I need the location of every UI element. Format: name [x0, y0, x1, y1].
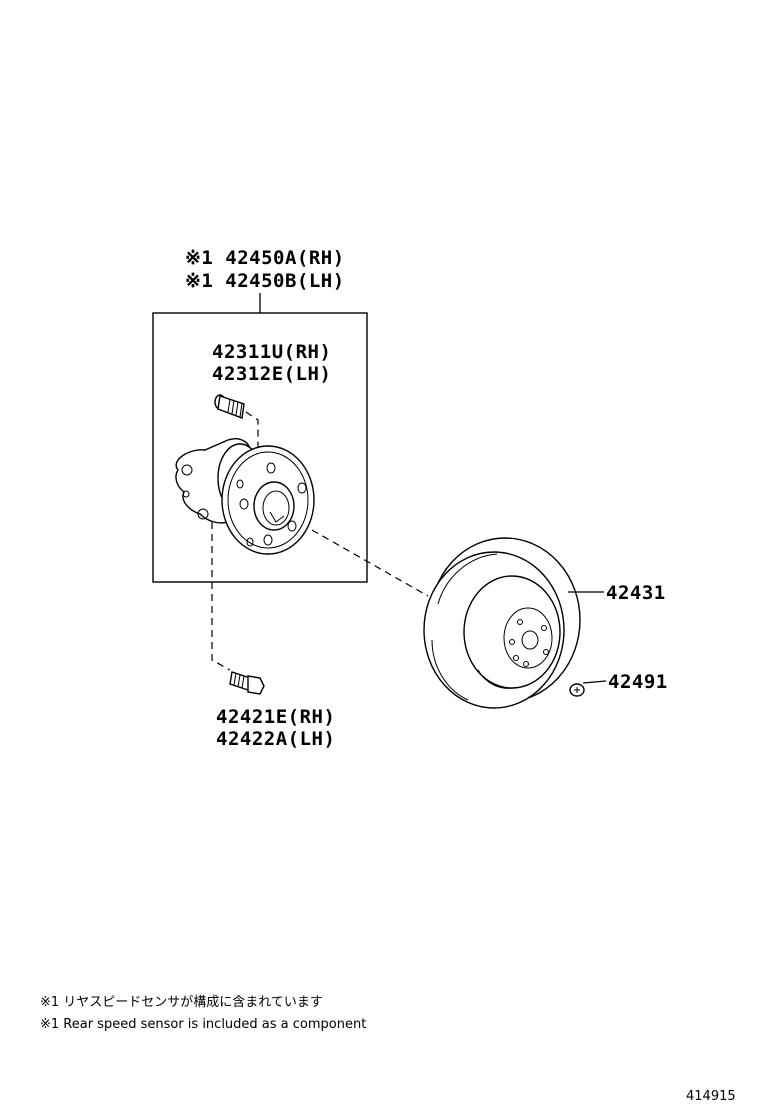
- hub-bolt-lh-label: 42312E(LH): [212, 363, 331, 385]
- brake-disc-part: [423, 537, 581, 709]
- hub-mounting-bolt-lh-label: 42422A(LH): [216, 728, 335, 750]
- disc-screw-leader-line: [582, 680, 607, 684]
- hub-mounting-bolt-part: [229, 671, 265, 695]
- footnote-japanese: ※1 リヤスピードセンサが構成に含まれています: [40, 994, 323, 1010]
- hub-bearing-part: [175, 438, 315, 555]
- hub-bolt-rh-label: 42311U(RH): [212, 341, 331, 363]
- disc-part-label: 42431: [606, 582, 666, 604]
- hub-assembly-box: [152, 312, 368, 583]
- hub-bolt-part: [214, 394, 245, 419]
- disc-screw-part-label: 42491: [608, 671, 668, 693]
- illustration-number: 414915: [686, 1089, 736, 1104]
- mount-bolt-dash-line: [211, 522, 231, 671]
- footnote-english: ※1 Rear speed sensor is included as a co…: [40, 1017, 366, 1032]
- disc-screw-part: [569, 683, 585, 697]
- hub-mounting-bolt-rh-label: 42421E(RH): [216, 706, 335, 728]
- hub-to-disc-dash-line: [311, 529, 429, 597]
- hub-assembly-rh-label: ※1 42450A(RH): [185, 247, 345, 269]
- hub-assembly-lh-label: ※1 42450B(LH): [185, 270, 345, 292]
